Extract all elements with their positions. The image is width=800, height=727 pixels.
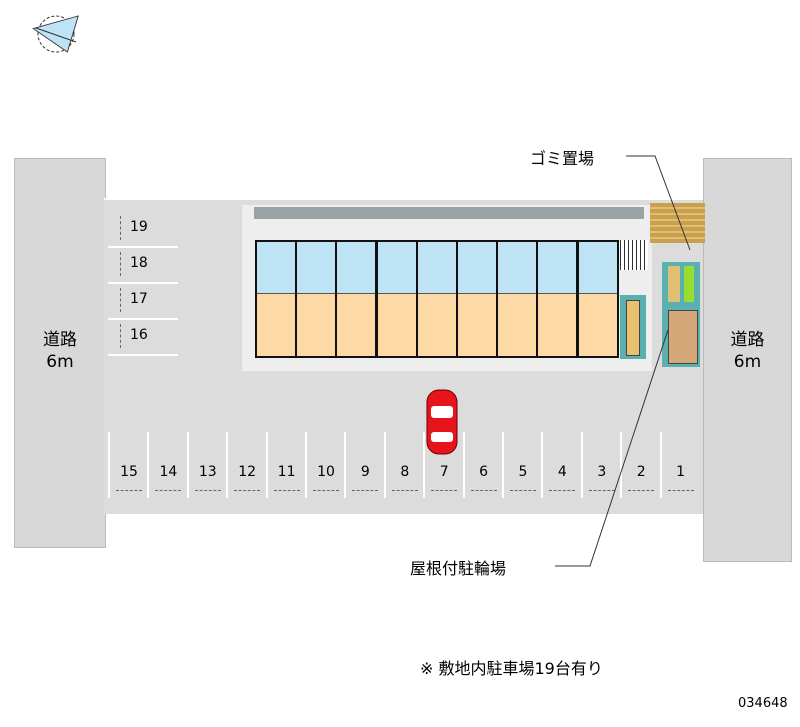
parking-slot: 18 xyxy=(108,246,178,284)
slot-number: 19 xyxy=(130,219,148,235)
slot-number: 13 xyxy=(198,464,217,480)
slot-number: 7 xyxy=(439,464,449,480)
road-width: 6m xyxy=(46,352,74,372)
parking-slot: 13 xyxy=(186,432,227,498)
slot-number: 5 xyxy=(518,464,528,480)
apartment-unit xyxy=(375,240,418,358)
property-id: 034648 xyxy=(738,696,788,711)
parking-slot: 9 xyxy=(344,432,384,498)
parking-slot: 6 xyxy=(462,432,503,498)
road-label: 道路 xyxy=(43,330,77,350)
slot-number: 15 xyxy=(120,464,138,480)
parking-slot: 11 xyxy=(265,432,306,498)
apartment-unit xyxy=(295,240,338,358)
parking-slot: 7 xyxy=(423,432,463,498)
slot-number: 3 xyxy=(597,464,607,480)
slot-number: 11 xyxy=(277,464,296,480)
apartment-unit xyxy=(456,240,498,358)
slot-number: 2 xyxy=(636,464,646,480)
stairs xyxy=(620,240,648,270)
bicycle-parking-label: 屋根付駐輪場 xyxy=(410,559,507,578)
slot-number: 9 xyxy=(360,464,370,480)
parking-slot: 10 xyxy=(305,432,345,498)
apartment-unit xyxy=(536,240,579,358)
parking-slot: 5 xyxy=(502,432,542,498)
slot-number: 1 xyxy=(676,464,686,480)
slot-number: 10 xyxy=(317,464,335,480)
parking-slot: 17 xyxy=(108,282,178,320)
slot-number: 14 xyxy=(159,464,178,480)
parking-slot: 2 xyxy=(620,432,660,498)
apartment-unit xyxy=(255,240,297,358)
slot-number: 8 xyxy=(400,464,410,480)
parking-slot: 12 xyxy=(226,432,266,498)
parking-slot: 14 xyxy=(147,432,187,498)
storage xyxy=(620,295,646,359)
parking-slot: 1 xyxy=(659,432,700,498)
parking-slot: 4 xyxy=(541,432,581,498)
slot-number: 16 xyxy=(130,327,148,343)
parking-slot: 15 xyxy=(108,432,148,498)
compass-icon xyxy=(14,8,84,58)
parking-slot: 16 xyxy=(108,318,178,356)
road-label: 道路 xyxy=(730,330,765,350)
parking-slot: 3 xyxy=(580,432,621,498)
slot-number: 12 xyxy=(238,464,257,480)
slot-number: 4 xyxy=(557,464,567,480)
slot-number: 17 xyxy=(130,291,148,307)
garbage-area xyxy=(650,203,705,243)
bicycle-parking xyxy=(662,262,700,367)
slot-number: 6 xyxy=(479,464,489,480)
parking-note: ※ 敷地内駐車場19台有り xyxy=(420,659,603,678)
apartment-unit xyxy=(576,240,619,358)
parking-slot: 8 xyxy=(383,432,424,498)
slot-number: 18 xyxy=(130,255,148,271)
planting-strip xyxy=(254,207,644,219)
car-icon xyxy=(425,388,459,460)
road-width: 6m xyxy=(733,352,762,372)
garbage-label: ゴミ置場 xyxy=(530,149,595,168)
parking-slot: 19 xyxy=(108,210,178,248)
